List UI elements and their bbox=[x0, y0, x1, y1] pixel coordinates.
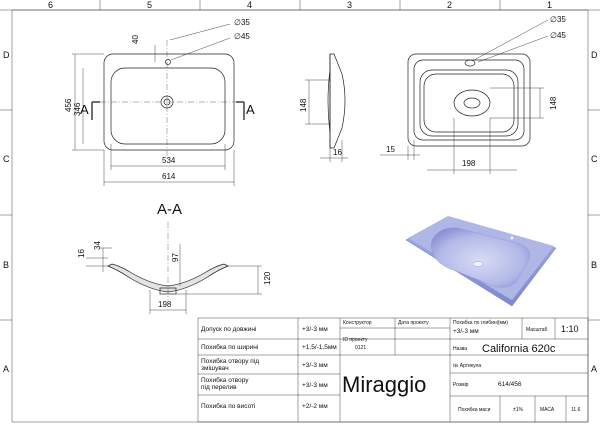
section-marker-left: A bbox=[80, 102, 89, 117]
section-view: A-A 16 34 97 120 198 bbox=[77, 201, 272, 314]
col-label-5: 5 bbox=[147, 0, 152, 10]
dim-198-detail: 198 bbox=[462, 159, 476, 168]
title-block: Допуск по довжині +3/-3 мм Похибка по ши… bbox=[197, 317, 589, 423]
tol-length-label: Допуск по довжині bbox=[201, 325, 256, 333]
section-profile bbox=[107, 263, 229, 293]
side-view: 148 16 bbox=[299, 53, 348, 162]
drawing-frame bbox=[11, 9, 589, 423]
project-date-label: Дата проекту bbox=[398, 320, 429, 326]
row-label-c-right: C bbox=[591, 154, 598, 164]
detail-view: ∅35 ∅45 148 15 198 bbox=[380, 15, 566, 174]
col-label-3: 3 bbox=[347, 0, 352, 10]
tol-height-label: Похибка по висоті bbox=[201, 402, 255, 410]
plan-view: 456 346 40 ∅35 ∅45 534 614 A A bbox=[64, 18, 255, 186]
row-label-a-left: A bbox=[3, 364, 9, 374]
dim-d45: ∅45 bbox=[234, 32, 250, 41]
tol-width-label: Похибка по ширині bbox=[201, 343, 258, 351]
dim-120-section: 120 bbox=[263, 271, 272, 285]
dim-456: 456 bbox=[64, 98, 73, 112]
project-id-label: ID проекту bbox=[343, 337, 368, 343]
dim-34-section: 34 bbox=[93, 241, 102, 250]
column-labels: 6 5 4 3 2 1 bbox=[48, 0, 552, 10]
dim-346: 346 bbox=[73, 102, 82, 116]
tol-length-value: +3/-3 мм bbox=[302, 326, 328, 333]
dim-15-detail: 15 bbox=[386, 145, 395, 154]
row-label-c-left: C bbox=[3, 154, 10, 164]
tol-mixer-value: +3/-3 мм bbox=[302, 362, 328, 369]
dim-97-section: 97 bbox=[171, 253, 180, 262]
tap-hole bbox=[165, 59, 171, 65]
dim-534: 534 bbox=[162, 156, 176, 165]
column-ticks bbox=[99, 0, 501, 10]
col-label-1: 1 bbox=[547, 0, 552, 10]
tol-height-value: +2/-2 мм bbox=[302, 403, 328, 410]
dim-d35: ∅35 bbox=[234, 18, 250, 27]
section-marker-right: A bbox=[246, 102, 255, 117]
name-label: Назва bbox=[453, 346, 467, 352]
bowl-outline bbox=[110, 67, 226, 145]
basin-render bbox=[405, 216, 557, 307]
col-label-2: 2 bbox=[447, 0, 452, 10]
tol-width-value: +1,5/-1,5мм bbox=[302, 344, 337, 351]
dim-148-detail: 148 bbox=[549, 96, 558, 110]
col-label-4: 4 bbox=[247, 0, 252, 10]
section-title: A-A bbox=[157, 201, 182, 218]
project-id-value: 0121 bbox=[355, 345, 366, 351]
dim-148-side: 148 bbox=[299, 98, 308, 112]
col-label-6: 6 bbox=[48, 0, 53, 10]
row-label-b-right: B bbox=[591, 260, 597, 270]
article-label: № Артикула bbox=[453, 363, 481, 369]
product-name: California 620c bbox=[482, 343, 556, 355]
row-label-b-left: B bbox=[3, 260, 9, 270]
brand-logo: Miraggio bbox=[342, 372, 426, 397]
scale-value: 1:10 bbox=[561, 324, 579, 334]
dim-16-side: 16 bbox=[333, 148, 342, 157]
depth-tol-value: +3/-3 мм bbox=[453, 328, 479, 335]
scale-label: Масштаб bbox=[526, 327, 548, 333]
mass-tol-value: ±1% bbox=[513, 407, 524, 413]
designer-label: Конструктор bbox=[343, 320, 372, 326]
size-value: 614/456 bbox=[498, 381, 522, 388]
dim-40: 40 bbox=[131, 35, 140, 44]
row-label-a-right: A bbox=[591, 364, 597, 374]
row-label-d-right: D bbox=[591, 50, 598, 60]
row-labels: D C B A D C B A bbox=[3, 50, 598, 374]
dim-614: 614 bbox=[162, 172, 176, 181]
dim-16-section: 16 bbox=[77, 249, 86, 258]
row-ticks bbox=[0, 109, 600, 321]
mass-label: МАСА bbox=[540, 407, 555, 413]
row-label-d-left: D bbox=[3, 50, 10, 60]
dim-198-section: 198 bbox=[158, 300, 172, 309]
mass-tol-label: Похибка маси bbox=[458, 407, 491, 413]
tol-overflow-value: +3/-3 мм bbox=[302, 382, 328, 389]
depth-tol-label: Похибка по глибині(мм) bbox=[453, 320, 508, 326]
dim-d45-detail: ∅45 bbox=[550, 31, 566, 40]
dim-d35-detail: ∅35 bbox=[550, 15, 566, 24]
size-label: Розмір bbox=[453, 382, 469, 388]
mass-value: 11.6 bbox=[571, 407, 581, 413]
